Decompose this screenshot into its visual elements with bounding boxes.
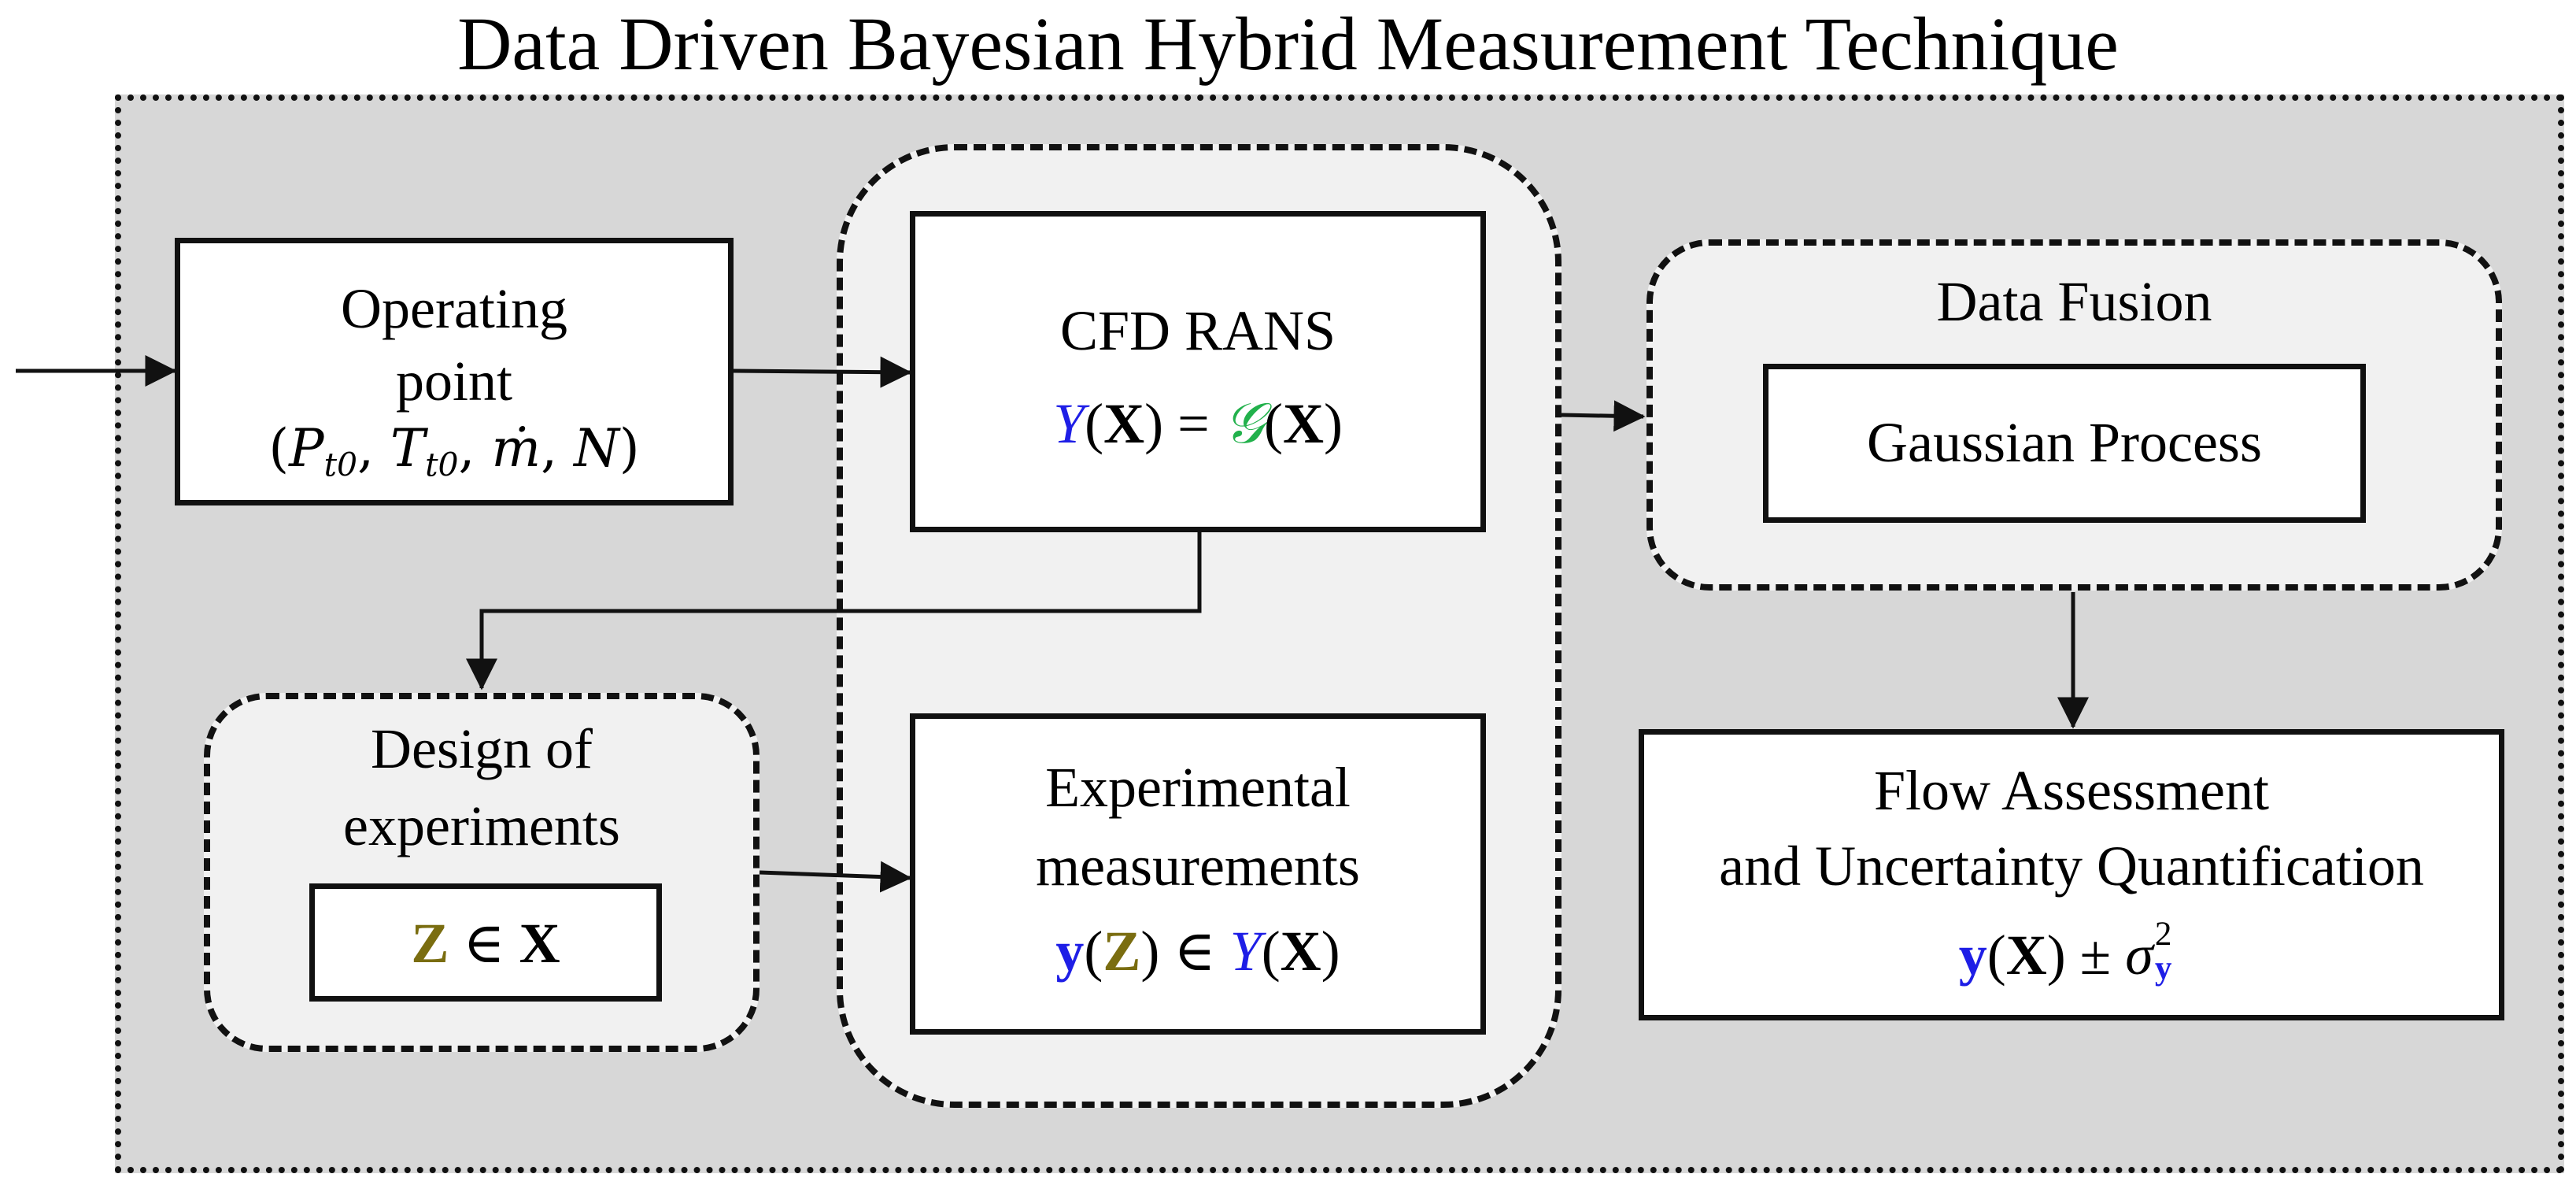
gaussian-process-box: Gaussian Process (1763, 364, 2366, 523)
operating-point-label-1: Operating (341, 277, 567, 340)
subscript-t0: t0 (323, 446, 358, 484)
subscript-y: y (2154, 949, 2172, 987)
operating-to-cfd-arrow (733, 356, 912, 388)
symbol-y: y (1958, 924, 1987, 987)
diagram-title: Data Driven Bayesian Hybrid Measurement … (457, 2, 2119, 86)
symbol-T: T (390, 418, 426, 479)
comma: , (541, 418, 575, 479)
cfd-rans-label: CFD RANS (1059, 299, 1336, 362)
operating-point-box: Operating point (Pt0, Tt0, ṁ, N) (175, 238, 734, 505)
cfd-to-design-arrow (466, 532, 1202, 691)
symbol-G: 𝒢 (1223, 392, 1264, 455)
paren: ) (1144, 392, 1164, 455)
design-formula: Z ∈ X (315, 911, 656, 976)
element-of: ∈ (1159, 920, 1230, 983)
subscript-t0: t0 (425, 446, 459, 484)
design-label-1: Design of (371, 717, 593, 780)
symbol-Z: Z (411, 912, 449, 975)
symbol-Y: Y (1053, 392, 1085, 455)
symbol-N: N (574, 418, 619, 479)
flow-assessment-box: Flow Assessment and Uncertainty Quantifi… (1639, 729, 2504, 1020)
equals: = (1163, 392, 1224, 455)
symbol-y: y (1055, 920, 1085, 983)
cfd-rans-formula: Y(X) = 𝒢(X) (915, 391, 1480, 456)
symbol-P: P (289, 418, 324, 479)
plus-minus: ± (2065, 924, 2126, 987)
symbol-Z: Z (1103, 920, 1141, 983)
design-formula-box: Z ∈ X (309, 883, 662, 1002)
operating-point-label-2: point (395, 350, 512, 413)
comma: , (357, 418, 391, 479)
comma: , (458, 418, 492, 479)
paren: ( (1085, 392, 1104, 455)
experimental-formula: y(Z) ∈ Y(X) (915, 919, 1480, 983)
experimental-label-2: measurements (1036, 835, 1360, 898)
cfd-rans-box: CFD RANS Y(X) = 𝒢(X) (910, 211, 1486, 532)
symbol-X: X (1282, 392, 1324, 455)
group-to-fusion-arrow (1561, 400, 1646, 432)
symbol-Y: Y (1229, 920, 1262, 983)
paren: ) (1140, 920, 1160, 983)
gaussian-process-label: Gaussian Process (1867, 411, 2262, 474)
symbol-sigma: σ (2125, 924, 2153, 987)
symbol-X: X (1280, 920, 1321, 983)
paren: ( (1261, 920, 1281, 983)
operating-point-formula: (Pt0, Tt0, ṁ, N) (180, 417, 728, 481)
symbol-mdot: ṁ (491, 418, 541, 479)
design-to-experimental-arrow (759, 861, 912, 893)
element-of: ∈ (449, 912, 519, 975)
paren: ) (1323, 392, 1343, 455)
experimental-measurements-box: Experimental measurements y(Z) ∈ Y(X) (910, 713, 1486, 1035)
paren: ( (1263, 392, 1283, 455)
design-label-2: experiments (343, 794, 620, 857)
paren: ) (1321, 920, 1340, 983)
paren: ( (1987, 924, 2006, 987)
data-fusion-label: Data Fusion (1936, 270, 2212, 333)
flow-label-2: and Uncertainty Quantification (1719, 835, 2424, 898)
flow-label-1: Flow Assessment (1873, 759, 2270, 822)
superscript-2: 2 (2154, 915, 2172, 953)
paren: ( (268, 418, 290, 479)
symbol-X: X (2005, 924, 2047, 987)
symbol-X: X (519, 912, 560, 975)
paren: ) (619, 418, 640, 479)
paren: ( (1084, 920, 1103, 983)
paren: ) (2046, 924, 2066, 987)
symbol-X: X (1103, 392, 1145, 455)
experimental-label-1: Experimental (1045, 756, 1351, 819)
